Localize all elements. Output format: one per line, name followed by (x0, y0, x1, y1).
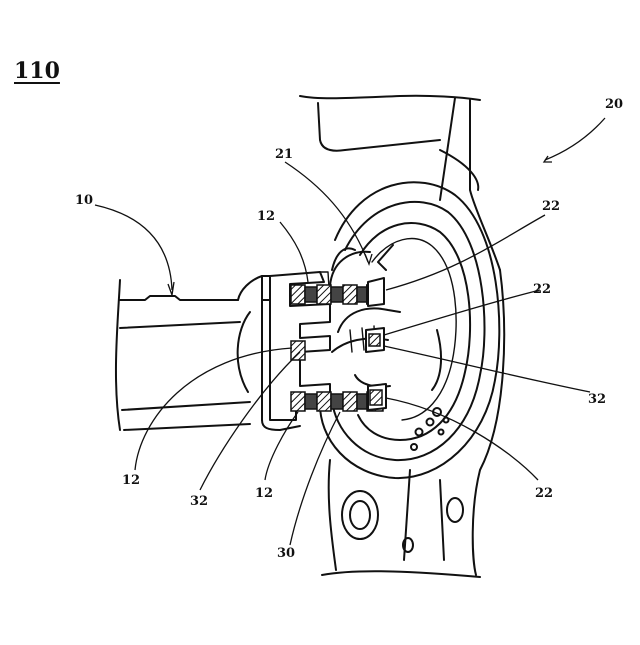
label-12-left: 12 (122, 473, 140, 488)
label-32-right: 32 (588, 392, 606, 407)
label-10: 10 (75, 193, 93, 208)
label-30: 30 (277, 546, 295, 561)
label-12-bottom: 12 (255, 486, 273, 501)
label-12-top: 12 (257, 209, 275, 224)
bore-opening (330, 252, 400, 387)
terminals-22 (366, 278, 386, 410)
label-20: 20 (605, 97, 623, 112)
label-22-top: 22 (542, 199, 560, 214)
flange-21 (320, 182, 499, 478)
label-21: 21 (275, 147, 293, 162)
label-22-bottom: 22 (535, 486, 553, 501)
label-22-middle: 22 (533, 282, 551, 297)
label-32-left: 32 (190, 494, 208, 509)
figure-number: 110 (14, 58, 60, 84)
